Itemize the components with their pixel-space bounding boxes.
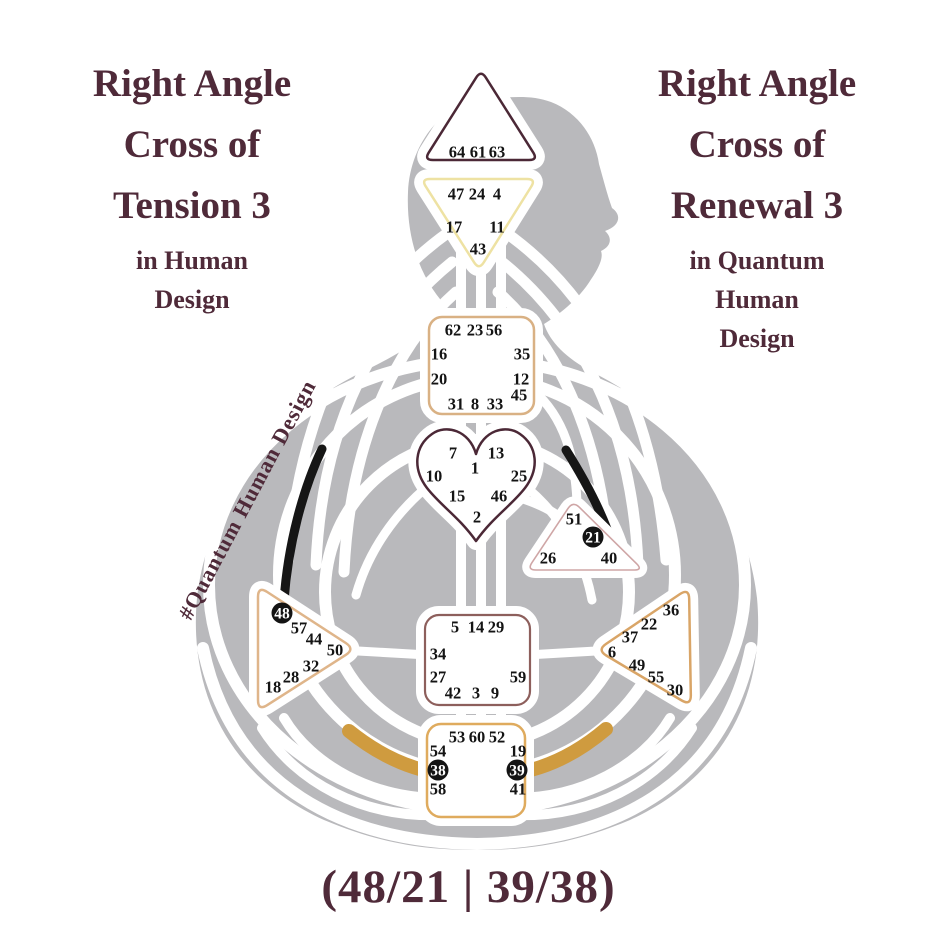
ajna-center bbox=[414, 169, 543, 277]
right-title: Right Angle Cross of Renewal 3 in Quantu… bbox=[588, 53, 926, 358]
gate-44-label: 44 bbox=[306, 630, 323, 649]
gate-21-label: 21 bbox=[585, 530, 601, 547]
left-subtitle: in Human Design bbox=[22, 241, 362, 319]
gate-11-label: 11 bbox=[489, 218, 505, 237]
gate-62-label: 62 bbox=[445, 321, 462, 340]
cross-notation: (48/21 | 39/38) bbox=[321, 861, 616, 913]
right-subtitle-line: Design bbox=[719, 324, 795, 353]
gate-23-label: 23 bbox=[467, 321, 484, 340]
gate-53-label: 53 bbox=[449, 728, 466, 747]
gate-14-label: 14 bbox=[468, 618, 485, 637]
gate-34-label: 34 bbox=[430, 645, 447, 664]
gate-7-label: 7 bbox=[449, 444, 457, 463]
left-subtitle-line: Design bbox=[154, 285, 230, 314]
right-subtitle: in Quantum Human Design bbox=[588, 241, 926, 358]
gate-37-label: 37 bbox=[622, 628, 639, 647]
gate-24-label: 24 bbox=[469, 185, 486, 204]
gate-13-label: 13 bbox=[488, 444, 505, 463]
gate-5-label: 5 bbox=[451, 618, 459, 637]
gate-15-label: 15 bbox=[449, 487, 466, 506]
sacral-center bbox=[416, 606, 539, 714]
gate-22-label: 22 bbox=[641, 615, 658, 634]
left-subtitle-line: in Human bbox=[136, 246, 248, 275]
right-title-line: Right Angle bbox=[657, 62, 857, 105]
gate-52-label: 52 bbox=[489, 728, 506, 747]
left-title-line: Cross of bbox=[123, 123, 261, 166]
gate-55-label: 55 bbox=[648, 668, 665, 687]
gate-8-label: 8 bbox=[471, 395, 479, 414]
gate-39-highlight bbox=[506, 759, 528, 781]
gate-63-label: 63 bbox=[489, 143, 506, 162]
gate-46-label: 46 bbox=[491, 487, 508, 506]
gate-64-label: 64 bbox=[449, 143, 466, 162]
gate-1-label: 1 bbox=[471, 459, 479, 478]
gate-9-label: 9 bbox=[491, 684, 499, 703]
right-subtitle-line: in Quantum bbox=[689, 246, 825, 275]
right-subtitle-line: Human bbox=[715, 285, 799, 314]
gate-25-label: 25 bbox=[511, 467, 528, 486]
g-center-heart bbox=[408, 420, 544, 550]
gate-47-label: 47 bbox=[448, 185, 465, 204]
gate-28-label: 28 bbox=[283, 668, 300, 687]
gate-32-label: 32 bbox=[303, 657, 320, 676]
gate-29-label: 29 bbox=[488, 618, 505, 637]
gate-16-label: 16 bbox=[431, 345, 448, 364]
gate-40-label: 40 bbox=[601, 549, 618, 568]
activation-arc-left-black bbox=[279, 444, 327, 606]
gate-26-label: 26 bbox=[540, 549, 557, 568]
left-title: Right Angle Cross of Tension 3 in Human … bbox=[22, 53, 362, 319]
gate-60-label: 60 bbox=[469, 728, 486, 747]
solar-plexus-center bbox=[592, 583, 700, 712]
gate-57-label: 57 bbox=[291, 619, 308, 638]
gate-39-label: 39 bbox=[509, 763, 525, 780]
gate-48-label: 48 bbox=[274, 606, 290, 623]
gate-38-label: 38 bbox=[430, 763, 446, 780]
gate-51-label: 51 bbox=[566, 510, 583, 529]
gate-54-label: 54 bbox=[430, 742, 447, 761]
gate-36-label: 36 bbox=[663, 601, 680, 620]
left-title-line: Tension 3 bbox=[113, 184, 271, 227]
gate-31-label: 31 bbox=[448, 395, 465, 414]
gate-4-label: 4 bbox=[493, 185, 501, 204]
gate-18-label: 18 bbox=[265, 678, 282, 697]
gate-10-label: 10 bbox=[426, 467, 443, 486]
left-title-line: Right Angle bbox=[92, 62, 292, 105]
gate-20-label: 20 bbox=[431, 370, 448, 389]
gate-61-label: 61 bbox=[470, 143, 487, 162]
gate-48-highlight bbox=[271, 602, 293, 624]
right-title-line: Renewal 3 bbox=[670, 184, 844, 227]
throat-center bbox=[420, 308, 543, 423]
gate-12-label: 12 bbox=[513, 370, 530, 389]
gate-30-label: 30 bbox=[667, 681, 684, 700]
gate-35-label: 35 bbox=[514, 345, 531, 364]
gate-43-label: 43 bbox=[470, 240, 487, 259]
gate-27-label: 27 bbox=[430, 668, 447, 687]
gate-42-label: 42 bbox=[445, 684, 462, 703]
gate-49-label: 49 bbox=[629, 656, 646, 675]
gate-21-highlight bbox=[582, 526, 604, 548]
gate-38-highlight bbox=[427, 759, 449, 781]
gate-33-label: 33 bbox=[487, 395, 504, 414]
gate-6-label: 6 bbox=[608, 643, 616, 662]
gate-17-label: 17 bbox=[446, 218, 463, 237]
gate-56-label: 56 bbox=[486, 321, 503, 340]
gate-19-label: 19 bbox=[510, 742, 527, 761]
gate-2-label: 2 bbox=[473, 508, 481, 527]
gate-41-label: 41 bbox=[510, 780, 527, 799]
gate-59-label: 59 bbox=[510, 668, 527, 687]
gate-58-label: 58 bbox=[430, 780, 447, 799]
gate-50-label: 50 bbox=[327, 641, 344, 660]
right-title-line: Cross of bbox=[688, 123, 826, 166]
gate-45-label: 45 bbox=[511, 386, 528, 405]
gate-3-label: 3 bbox=[472, 684, 480, 703]
head-center bbox=[417, 63, 545, 170]
